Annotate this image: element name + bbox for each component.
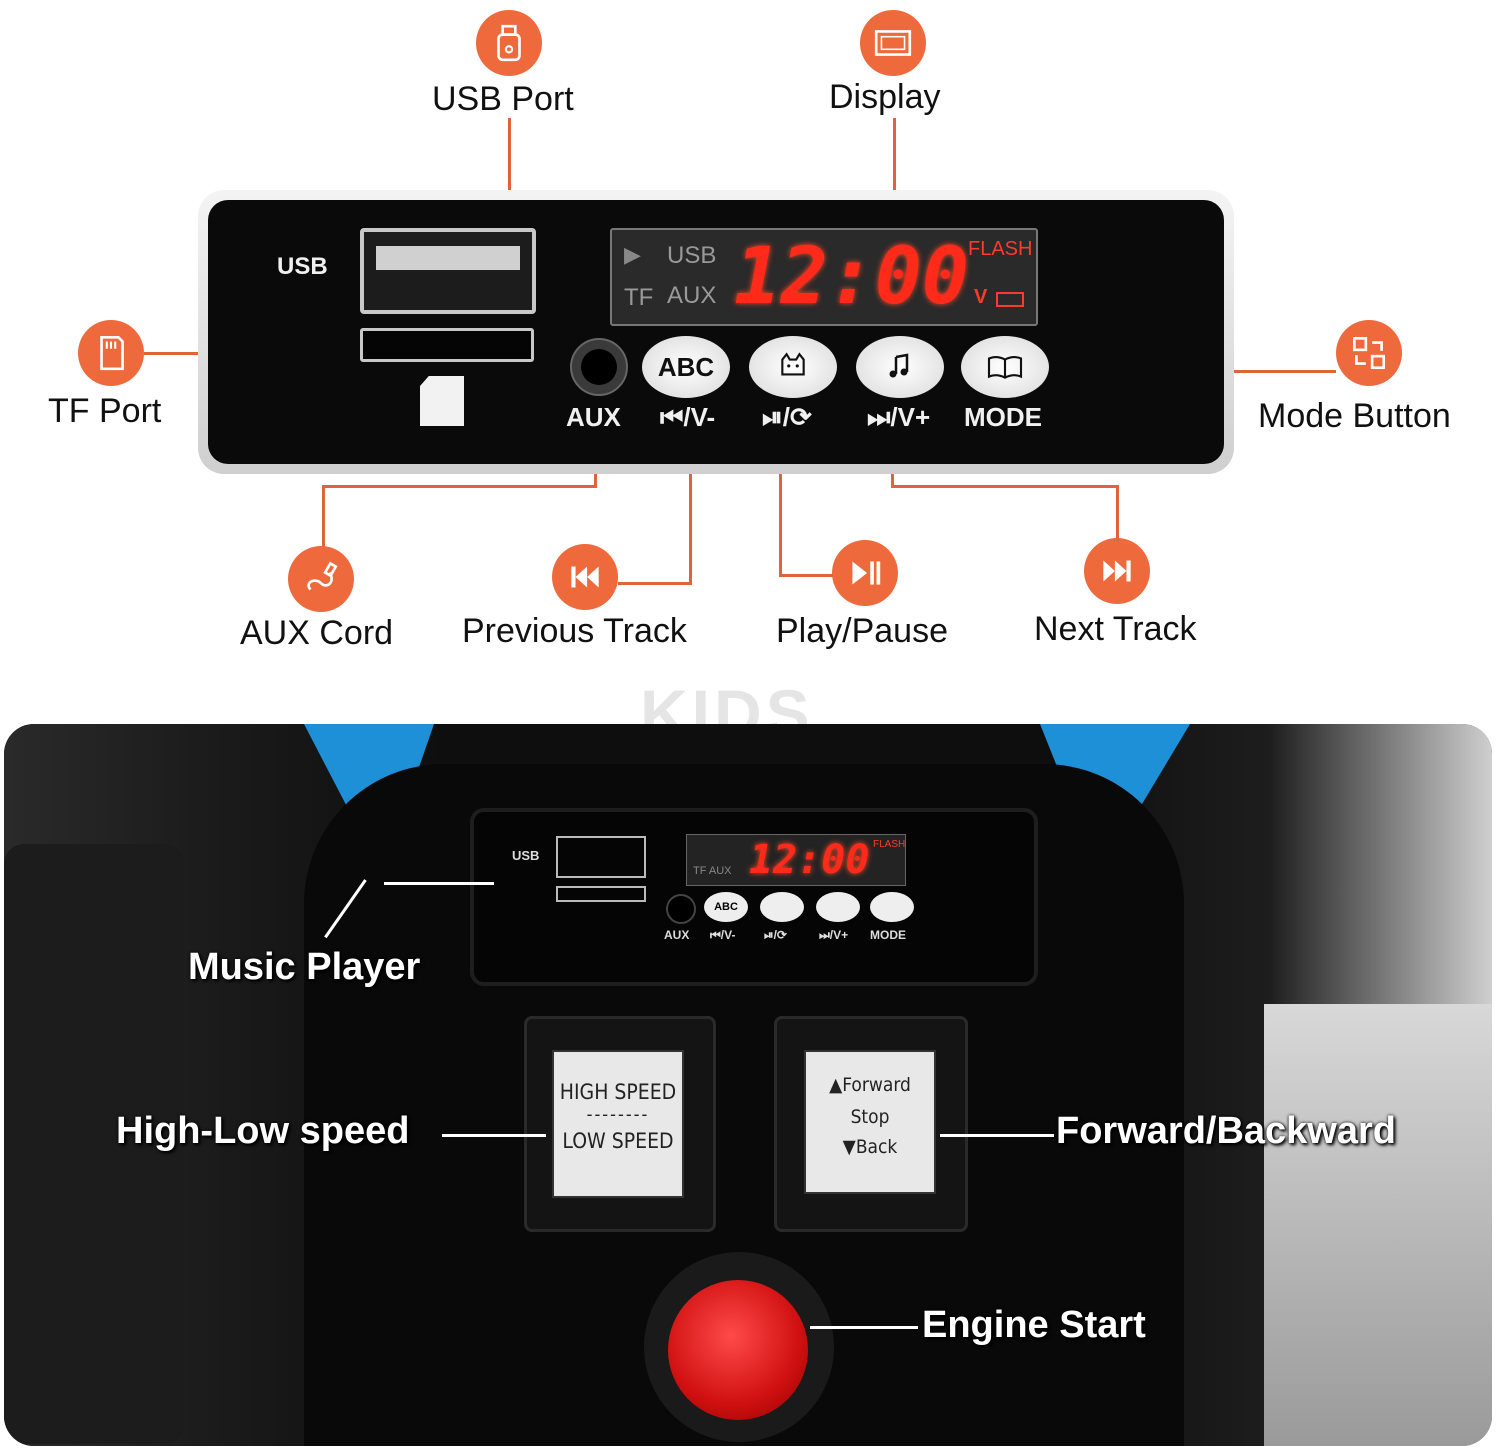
engine-start-label: Engine Start [922, 1304, 1146, 1346]
mini-usb-text: USB [512, 848, 540, 863]
direction-rocker-switch[interactable]: ▲Forward Stop ▼Back [804, 1050, 936, 1194]
aux-connector-h [322, 485, 597, 488]
sd-card-icon [78, 320, 144, 386]
usb-drive-icon [476, 10, 542, 76]
previous-track-label: Previous Track [462, 612, 687, 650]
next-track-label: Next Track [1034, 610, 1197, 648]
usb-port-tongue [376, 246, 520, 270]
back-text: ▼Back [842, 1136, 898, 1158]
mini-play-label: ⏯/⟳ [764, 928, 787, 942]
mini-music-button [816, 892, 860, 922]
music-player-pointer-h [384, 882, 494, 885]
mini-tf-aux: TF AUX [693, 865, 732, 877]
usb-text: USB [277, 253, 328, 280]
mode-switch-icon [1336, 320, 1402, 386]
mini-cat-button [760, 892, 804, 922]
mini-aux-label: AUX [664, 928, 690, 942]
display-icon [860, 10, 926, 76]
display-label: Display [829, 78, 941, 116]
speed-rocker-switch[interactable]: HIGH SPEED -------- LOW SPEED [552, 1050, 684, 1198]
mode-button-label: Mode Button [1258, 397, 1451, 435]
mini-aux-jack [666, 894, 696, 924]
mini-tf-slot [556, 886, 646, 902]
low-speed-text: LOW SPEED [562, 1129, 674, 1153]
next-track-icon [1084, 538, 1150, 604]
cat-button[interactable] [749, 336, 837, 398]
play-pause-label: Play/Pause [776, 612, 948, 650]
aux-jack[interactable] [570, 338, 628, 396]
aux-cord-icon [288, 546, 354, 612]
next-connector-drop [1116, 485, 1119, 541]
usb-port-label: USB Port [432, 80, 574, 118]
aux-cord-label: AUX Cord [240, 614, 394, 652]
mini-mode-button [870, 892, 914, 922]
left-wheel [4, 844, 184, 1444]
speed-divider: -------- [586, 1104, 650, 1125]
previous-track-icon [552, 544, 618, 610]
usb-connector [508, 118, 511, 220]
engine-pointer [810, 1326, 918, 1329]
play-indicator-icon: ▶ [624, 242, 641, 267]
play-pause-icon [832, 540, 898, 606]
prev-button-label: ⏮/V- [660, 402, 716, 432]
high-speed-text: HIGH SPEED [559, 1080, 677, 1104]
forward-backward-label: Forward/Backward [1056, 1110, 1396, 1152]
voltage-indicator: V [974, 286, 988, 308]
forward-text: ▲Forward [829, 1074, 911, 1096]
mini-prev-label: ⏮/V- [710, 928, 736, 942]
speed-pointer [442, 1134, 546, 1137]
aux-button-label: AUX [566, 402, 621, 432]
cat-icon [781, 352, 805, 376]
music-button[interactable] [856, 336, 944, 398]
clock-digits: 12:00 [734, 232, 969, 322]
led-display: ▶ USB TF AUX 12:00 FLASH V [610, 228, 1038, 326]
usb-indicator: USB [667, 242, 717, 269]
display-connector [893, 118, 896, 226]
mini-abc-button: ABC [704, 892, 748, 922]
ride-on-dashboard-photo: USB 12:00 FLASH TF AUX ABC AUX ⏮/V- ⏯/⟳ … [4, 724, 1492, 1446]
next-button-label: ⏭/V+ [867, 402, 931, 432]
high-low-speed-label: High-Low speed [116, 1110, 410, 1152]
mini-mode-label: MODE [870, 928, 906, 942]
next-connector-h [891, 485, 1119, 488]
mode-button[interactable] [961, 336, 1049, 398]
mini-next-label: ⏭/V+ [819, 928, 849, 942]
play-connector-v [779, 432, 782, 576]
tf-indicator: TF [624, 284, 654, 311]
aux-jack-hole [581, 349, 617, 385]
tf-card-slot[interactable] [360, 328, 534, 362]
book-icon [987, 356, 1023, 379]
play-button-label: ⏯/⟳ [762, 402, 812, 432]
mini-usb-port [556, 836, 646, 878]
prev-connector-v [689, 432, 692, 584]
prev-connector-h [618, 582, 692, 585]
flash-indicator: FLASH [968, 238, 1033, 260]
mini-clock-digits: 12:00 [749, 837, 870, 883]
aux-indicator: AUX [667, 282, 717, 309]
battery-icon [996, 292, 1024, 307]
stop-text: Stop [850, 1106, 890, 1128]
engine-start-button[interactable] [668, 1280, 808, 1420]
play-connector-h [779, 574, 833, 577]
mini-led-display: 12:00 FLASH TF AUX [686, 834, 906, 886]
tf-port-label: TF Port [48, 392, 162, 430]
music-note-icon [889, 353, 909, 378]
usb-port[interactable] [360, 228, 536, 314]
direction-pointer [940, 1134, 1054, 1137]
aux-connector-drop [322, 485, 325, 547]
mode-button-label-text: MODE [964, 402, 1042, 432]
abc-button[interactable]: ABC [642, 336, 730, 398]
music-player-label: Music Player [188, 946, 421, 988]
floor-background [1264, 1004, 1492, 1446]
mini-flash: FLASH [873, 839, 906, 850]
micro-sd-icon [420, 376, 464, 426]
